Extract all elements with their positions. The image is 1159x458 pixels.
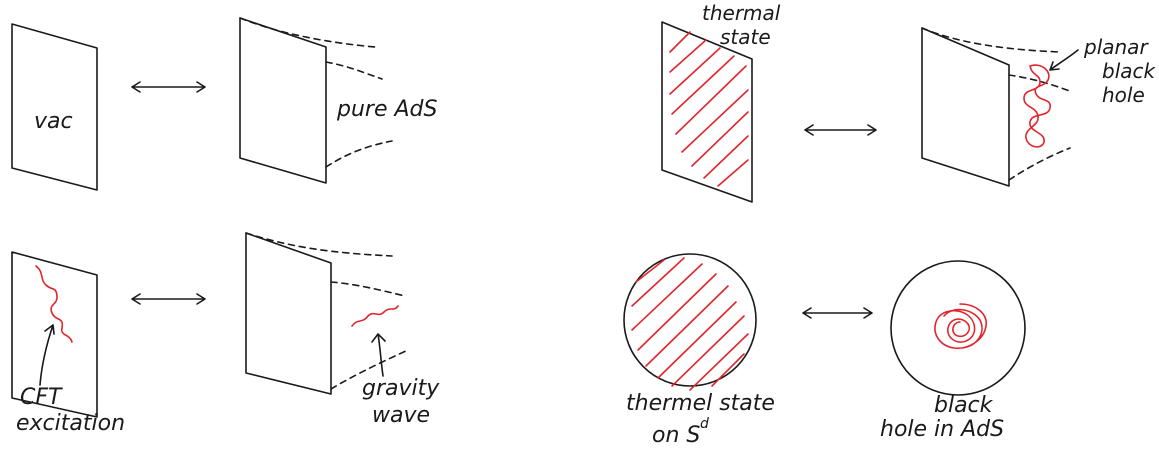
bulk-planar	[921, 27, 1079, 187]
thermal-hatching	[669, 31, 749, 187]
label-excitation: excitation	[16, 411, 125, 436]
pointer-arrow	[371, 333, 386, 377]
planar-horizon-scribble	[1023, 64, 1051, 148]
pointer-arrow	[39, 324, 55, 386]
label-hole: hole	[1102, 83, 1145, 107]
label-superscript-d: d	[700, 416, 709, 432]
pointer-arrow	[1049, 49, 1079, 71]
label-black: black	[1102, 59, 1157, 83]
label-planar: planar	[1083, 35, 1149, 59]
bulk-pure-ads	[239, 17, 393, 184]
panel-sphere: thermel state on S d black hole in AdS	[623, 253, 1026, 448]
double-arrow-icon	[804, 124, 877, 136]
label-on-s: on S	[652, 423, 700, 448]
label-hole-in-ads: hole in AdS	[880, 417, 1004, 442]
double-arrow-icon	[131, 293, 206, 305]
boundary-plane	[11, 251, 98, 418]
label-thermel-state: thermel state	[626, 391, 775, 416]
bulk-ads-disk	[890, 260, 1026, 396]
cft-excitation-squiggle	[35, 265, 73, 343]
double-arrow-icon	[131, 81, 206, 93]
label-cft: CFT	[20, 385, 63, 410]
sphere-hatching	[631, 257, 749, 391]
panel-thermal-planar: thermal state planar black hole	[661, 1, 1157, 203]
label-gravity: gravity	[362, 376, 440, 401]
boundary-sphere	[623, 253, 757, 387]
bulk-gravity	[245, 232, 409, 395]
label-thermal: thermal	[702, 1, 781, 25]
label-wave: wave	[372, 403, 430, 428]
panel-vacuum: vac pure AdS	[11, 17, 437, 191]
gravity-wave-squiggle	[351, 305, 399, 327]
black-hole-scribble	[934, 303, 987, 350]
double-arrow-icon	[802, 307, 873, 319]
label-vac: vac	[34, 109, 73, 134]
label-black: black	[934, 393, 994, 418]
label-pure-ads: pure AdS	[336, 97, 437, 122]
boundary-plane	[661, 21, 753, 203]
label-state: state	[720, 25, 771, 49]
panel-excitation: CFT excitation gravity wave	[11, 232, 440, 436]
boundary-plane	[11, 23, 98, 191]
